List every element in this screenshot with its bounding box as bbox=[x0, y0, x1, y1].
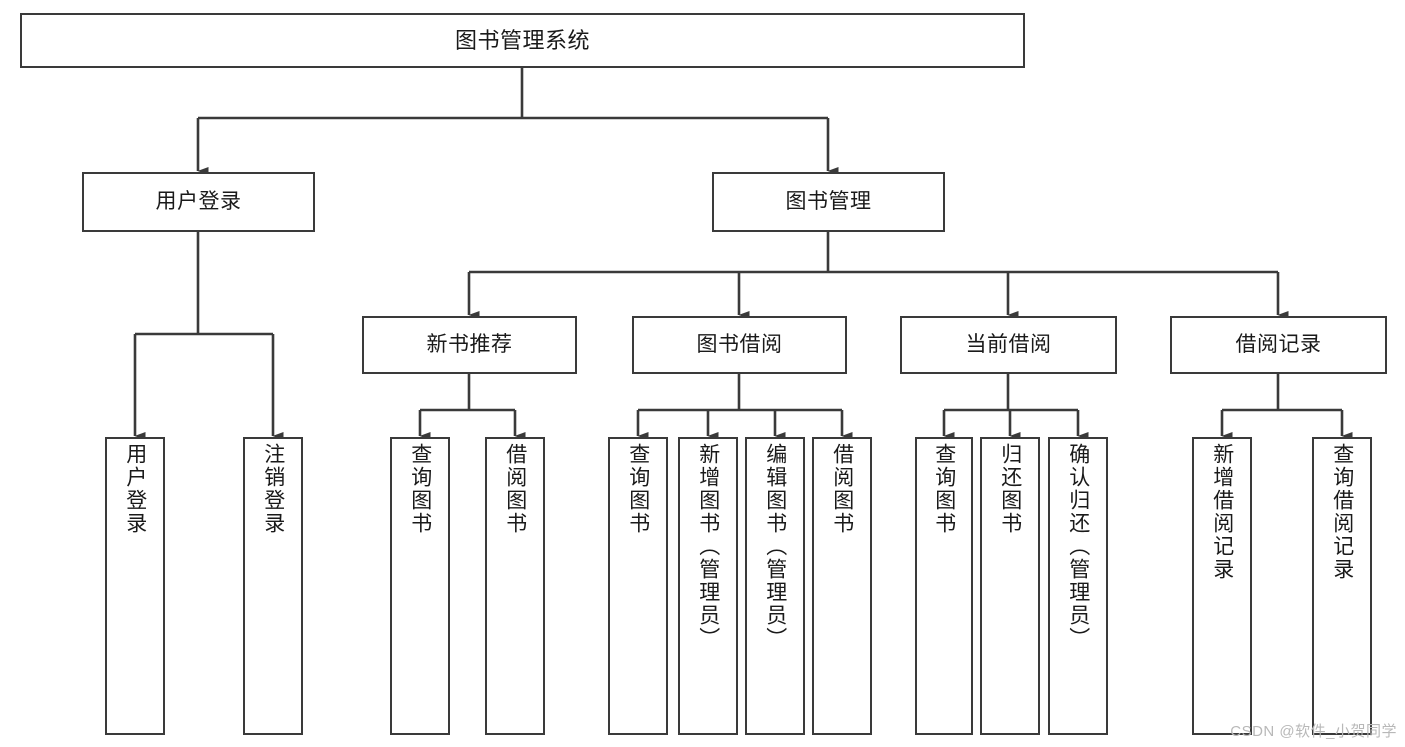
node-borrow-record-label: 借阅记录 bbox=[1235, 332, 1322, 356]
node-leaf-borrow-book-label: 借阅图书 bbox=[830, 443, 854, 535]
node-leaf-logout[interactable]: 注销登录 bbox=[243, 437, 303, 735]
node-leaf-query-book-borrow-label: 查询图书 bbox=[626, 443, 650, 535]
node-leaf-query-book-borrow[interactable]: 查询图书 bbox=[608, 437, 668, 735]
node-leaf-edit-book-label: 编辑图书（管理员） bbox=[763, 443, 787, 650]
node-new-book-recommend[interactable]: 新书推荐 bbox=[362, 316, 577, 374]
node-leaf-return-book[interactable]: 归还图书 bbox=[980, 437, 1040, 735]
node-leaf-add-book-label: 新增图书（管理员） bbox=[696, 443, 720, 650]
watermark: CSDN @软件_小贺同学 bbox=[1230, 723, 1397, 740]
node-leaf-logout-label: 注销登录 bbox=[261, 443, 285, 535]
node-root[interactable]: 图书管理系统 bbox=[20, 13, 1025, 68]
node-current-borrow-label: 当前借阅 bbox=[965, 332, 1052, 356]
node-book-manage-label: 图书管理 bbox=[785, 189, 872, 213]
node-leaf-borrow-book[interactable]: 借阅图书 bbox=[812, 437, 872, 735]
node-current-borrow[interactable]: 当前借阅 bbox=[900, 316, 1117, 374]
node-leaf-borrow-book-recommend[interactable]: 借阅图书 bbox=[485, 437, 545, 735]
node-root-label: 图书管理系统 bbox=[454, 27, 590, 53]
node-leaf-user-login-label: 用户登录 bbox=[123, 443, 147, 535]
node-user-login-label: 用户登录 bbox=[155, 189, 242, 213]
node-new-book-recommend-label: 新书推荐 bbox=[426, 332, 513, 356]
node-leaf-query-book-current-label: 查询图书 bbox=[932, 443, 956, 535]
node-book-borrow-label: 图书借阅 bbox=[696, 332, 783, 356]
node-leaf-query-book-recommend[interactable]: 查询图书 bbox=[390, 437, 450, 735]
node-leaf-edit-book[interactable]: 编辑图书（管理员） bbox=[745, 437, 805, 735]
node-leaf-add-borrow-record[interactable]: 新增借阅记录 bbox=[1192, 437, 1252, 735]
node-leaf-return-book-label: 归还图书 bbox=[998, 443, 1022, 535]
node-leaf-confirm-return[interactable]: 确认归还（管理员） bbox=[1048, 437, 1108, 735]
node-leaf-query-book-current[interactable]: 查询图书 bbox=[915, 437, 973, 735]
node-book-borrow[interactable]: 图书借阅 bbox=[632, 316, 847, 374]
node-leaf-user-login[interactable]: 用户登录 bbox=[105, 437, 165, 735]
node-leaf-query-borrow-record[interactable]: 查询借阅记录 bbox=[1312, 437, 1372, 735]
node-book-manage[interactable]: 图书管理 bbox=[712, 172, 945, 232]
node-leaf-add-borrow-record-label: 新增借阅记录 bbox=[1210, 443, 1234, 581]
node-user-login[interactable]: 用户登录 bbox=[82, 172, 315, 232]
node-leaf-query-book-recommend-label: 查询图书 bbox=[408, 443, 432, 535]
node-leaf-add-book[interactable]: 新增图书（管理员） bbox=[678, 437, 738, 735]
node-leaf-confirm-return-label: 确认归还（管理员） bbox=[1066, 443, 1090, 650]
node-borrow-record[interactable]: 借阅记录 bbox=[1170, 316, 1387, 374]
node-leaf-borrow-book-recommend-label: 借阅图书 bbox=[503, 443, 527, 535]
node-leaf-query-borrow-record-label: 查询借阅记录 bbox=[1330, 443, 1354, 581]
